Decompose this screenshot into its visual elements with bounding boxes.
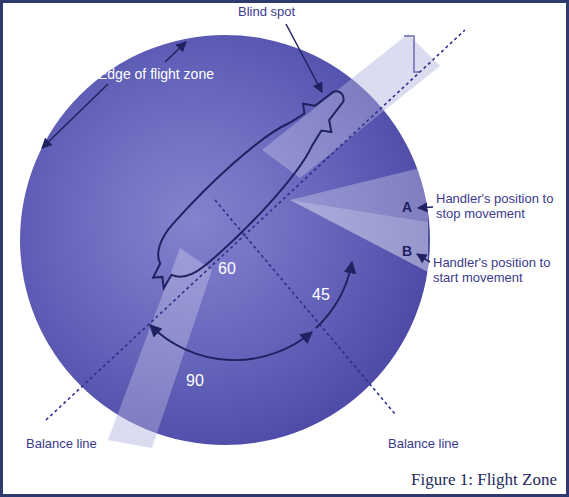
angle-number: 60 (218, 260, 236, 278)
angle-number: 45 (312, 286, 330, 304)
callout-label: Handler's position to start movement (433, 256, 563, 286)
bracket (404, 36, 420, 72)
line-label: Balance line (26, 437, 97, 452)
leader-arrow (42, 84, 108, 148)
position-letter: B (402, 243, 412, 259)
callout-label: Handler's position to stop movement (436, 192, 564, 222)
position-letter: A (402, 199, 412, 215)
leader-arrow (418, 207, 433, 208)
figure-caption: Figure 1: Flight Zone (411, 470, 557, 490)
leader-arrow (165, 42, 186, 62)
line-label: Balance line (388, 437, 459, 452)
start-wedge (290, 200, 428, 272)
cow-outline (135, 73, 361, 299)
blind-spot-wedge (262, 34, 440, 178)
angle-arc (150, 325, 312, 360)
leader-arrow (286, 24, 322, 92)
callout-label: Blind spot (238, 5, 295, 20)
callout-label: Edge of flight zone (98, 66, 214, 82)
balance-line (46, 30, 465, 420)
angle-number: 90 (186, 372, 204, 390)
leader-arrow (417, 254, 430, 262)
